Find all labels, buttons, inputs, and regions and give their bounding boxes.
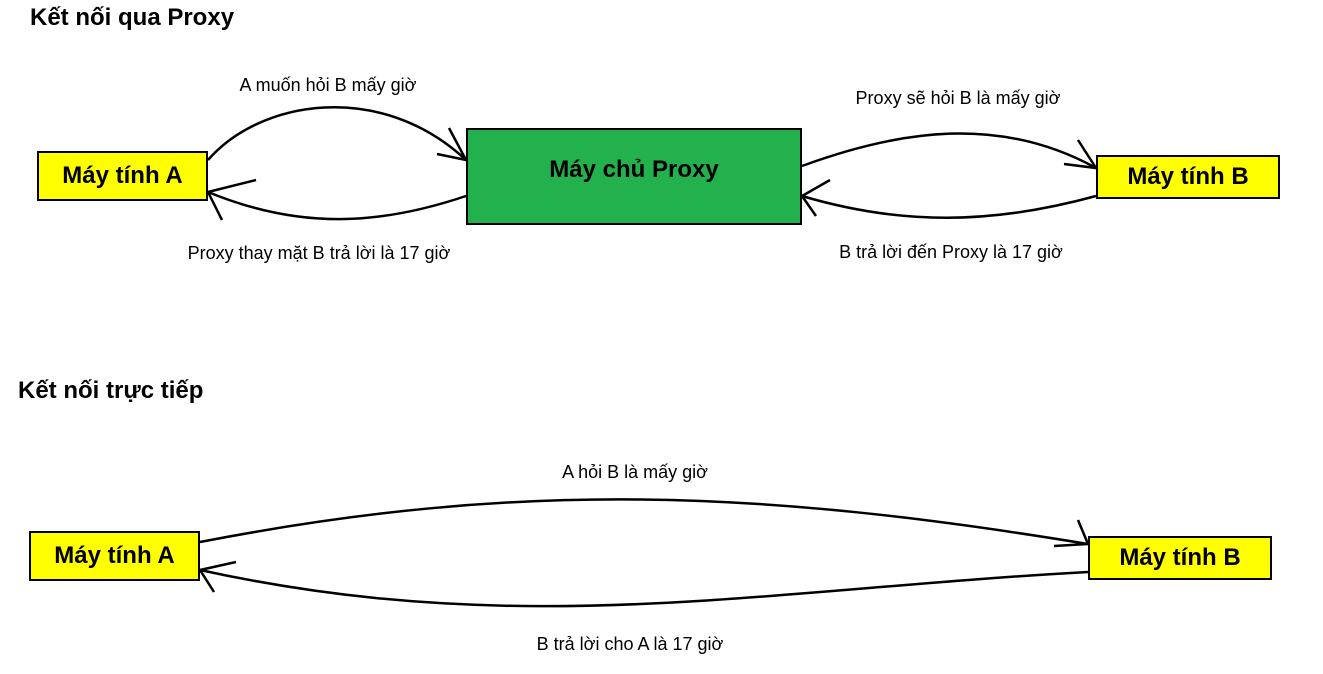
proxy-section-title: Kết nối qua Proxy <box>30 4 235 31</box>
node-direct-computer-a: Máy tính A <box>29 531 200 581</box>
node-direct-computer-a-label: Máy tính A <box>54 542 175 569</box>
edge-label-proxy-to-a: Proxy thay mặt B trả lời là 17 giờ <box>187 243 451 263</box>
node-direct-computer-b-label: Máy tính B <box>1119 544 1241 571</box>
edge-label-a-to-proxy: A muốn hỏi B mấy giờ <box>239 75 417 95</box>
direct-section-title: Kết nối trực tiếp <box>18 377 204 404</box>
edge-direct-a-to-b <box>199 498 1089 546</box>
edge-proxy-to-b-arrowhead <box>1063 139 1099 170</box>
edge-label-b-to-a: B trả lời cho A là 17 giờ <box>536 634 724 654</box>
node-computer-b: Máy tính B <box>1096 155 1280 199</box>
node-proxy-server-label: Máy chủ Proxy <box>549 155 719 183</box>
edge-proxy-to-a-arrowhead <box>206 178 257 221</box>
edge-label-b-to-proxy: B trả lời đến Proxy là 17 giờ <box>839 242 1063 262</box>
edge-b-to-proxy-arrowhead <box>800 178 831 217</box>
edge-a-to-proxy-arrowhead <box>436 127 469 162</box>
node-computer-a: Máy tính A <box>37 151 208 201</box>
edge-direct-b-to-a-arrowhead <box>197 560 237 593</box>
edge-b-to-proxy <box>801 194 1097 219</box>
edge-a-to-proxy <box>207 106 467 161</box>
node-proxy-server: Máy chủ Proxy <box>466 128 802 225</box>
edge-label-proxy-to-b: Proxy sẽ hỏi B là mấy giờ <box>855 88 1061 108</box>
node-computer-a-label: Máy tính A <box>62 162 183 189</box>
edge-proxy-to-a <box>207 190 467 221</box>
node-direct-computer-b: Máy tính B <box>1088 536 1272 580</box>
node-computer-b-label: Máy tính B <box>1127 163 1249 190</box>
edge-direct-a-to-b-arrowhead <box>1053 519 1090 548</box>
edge-proxy-to-b <box>801 132 1097 170</box>
edge-label-a-to-b: A hỏi B là mấy giờ <box>562 462 708 482</box>
edge-direct-b-to-a <box>199 568 1089 608</box>
